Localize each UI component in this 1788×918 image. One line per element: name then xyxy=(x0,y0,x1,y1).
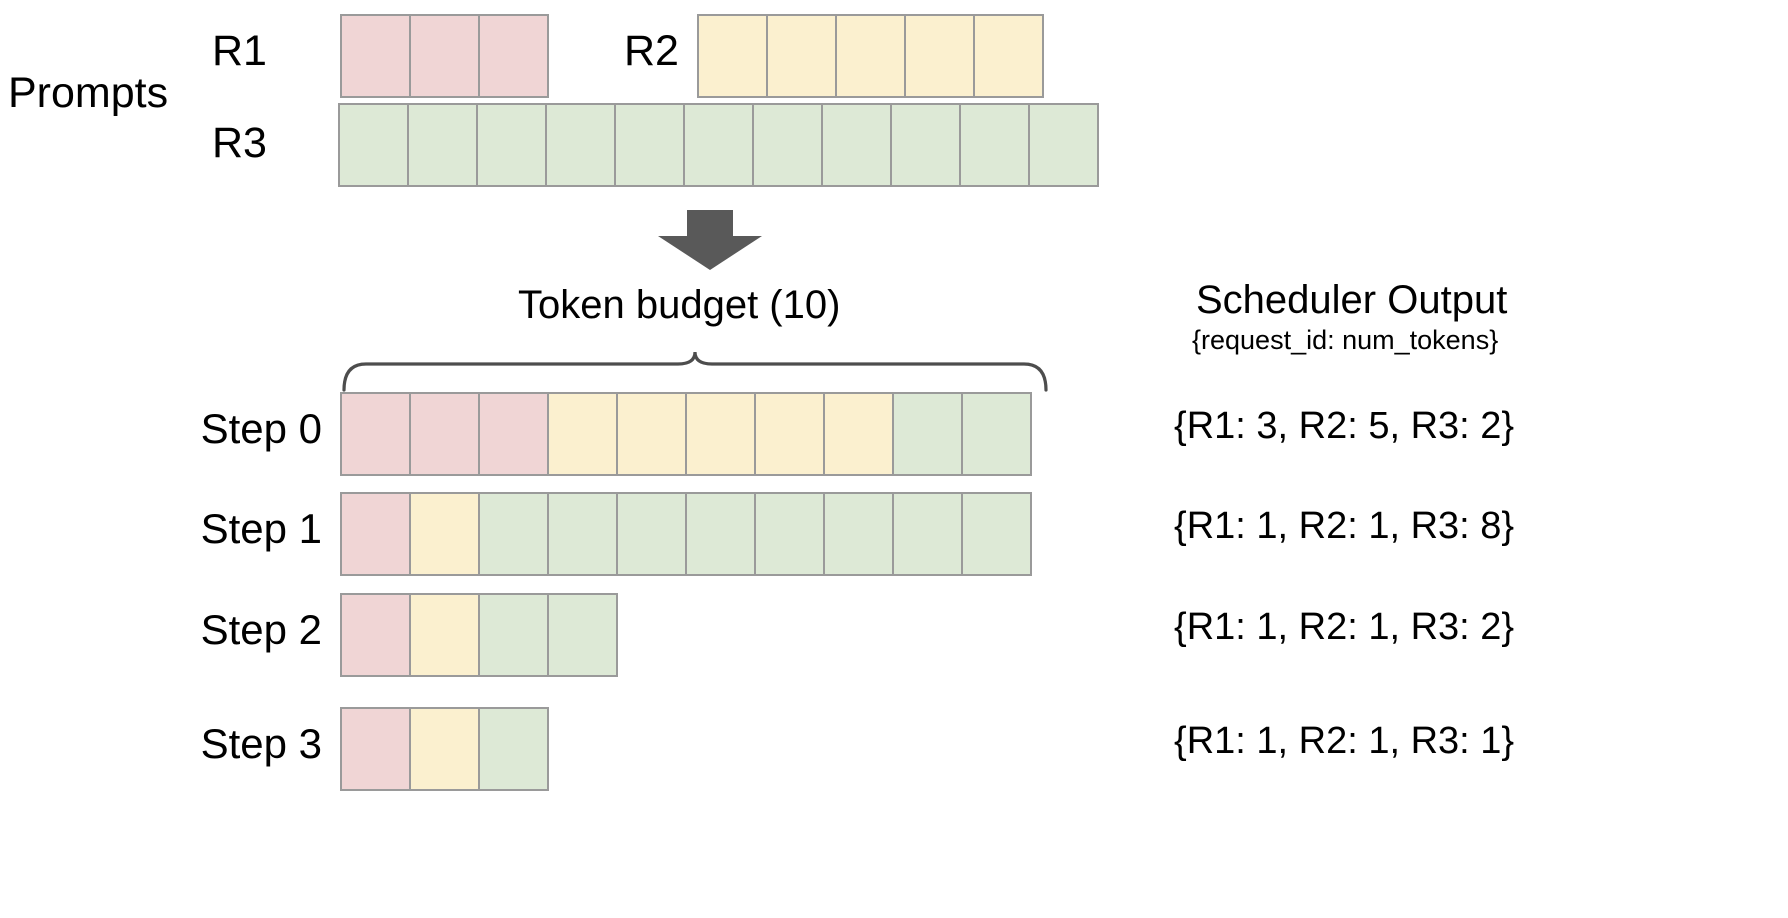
token-cell-r3 xyxy=(821,103,892,187)
token-cell-r3 xyxy=(614,103,685,187)
token-cell-r1 xyxy=(340,707,411,791)
token-cell-r2 xyxy=(904,14,975,98)
token-cell-r2 xyxy=(409,707,480,791)
token-cell-r1 xyxy=(478,14,549,98)
token-cell-r2 xyxy=(823,392,894,476)
token-budget-label: Token budget (10) xyxy=(518,283,841,327)
curly-brace-icon xyxy=(342,351,1048,392)
token-cell-r3 xyxy=(478,492,549,576)
step-token-strip-2 xyxy=(340,593,618,677)
token-cell-r2 xyxy=(685,392,756,476)
token-cell-r1 xyxy=(340,593,411,677)
token-cell-r2 xyxy=(766,14,837,98)
token-cell-r3 xyxy=(545,103,616,187)
token-cell-r2 xyxy=(547,392,618,476)
token-cell-r1 xyxy=(478,392,549,476)
token-cell-r1 xyxy=(340,14,411,98)
scheduler-output-row-1: {R1: 1, R2: 1, R3: 8} xyxy=(1174,505,1515,547)
token-cell-r1 xyxy=(409,392,480,476)
step-label-3: Step 3 xyxy=(200,720,322,767)
scheduler-output-row-0: {R1: 3, R2: 5, R3: 2} xyxy=(1174,405,1515,447)
step-label-2: Step 2 xyxy=(200,606,322,653)
prompt-token-strip-r1 xyxy=(340,14,549,98)
token-cell-r2 xyxy=(616,392,687,476)
token-cell-r3 xyxy=(890,103,961,187)
prompt-request-label-r1: R1 xyxy=(212,27,267,75)
token-cell-r3 xyxy=(685,492,756,576)
token-cell-r3 xyxy=(478,707,549,791)
token-cell-r2 xyxy=(754,392,825,476)
token-cell-r2 xyxy=(409,593,480,677)
token-cell-r1 xyxy=(409,14,480,98)
down-arrow-icon xyxy=(658,210,762,270)
prompts-section-label: Prompts xyxy=(8,69,169,117)
token-cell-r3 xyxy=(683,103,754,187)
token-cell-r3 xyxy=(961,392,1032,476)
step-token-strip-0 xyxy=(340,392,1032,476)
token-cell-r2 xyxy=(973,14,1044,98)
token-cell-r3 xyxy=(616,492,687,576)
step-label-1: Step 1 xyxy=(200,505,322,552)
token-cell-r3 xyxy=(892,492,963,576)
token-cell-r3 xyxy=(338,103,409,187)
token-cell-r1 xyxy=(340,492,411,576)
prompt-token-strip-r2 xyxy=(697,14,1044,98)
scheduler-output-row-2: {R1: 1, R2: 1, R3: 2} xyxy=(1174,606,1515,648)
token-cell-r3 xyxy=(752,103,823,187)
token-cell-r2 xyxy=(409,492,480,576)
scheduler-output-title: Scheduler Output xyxy=(1196,278,1508,322)
token-cell-r2 xyxy=(697,14,768,98)
prompt-token-strip-r3 xyxy=(338,103,1099,187)
token-cell-r3 xyxy=(547,492,618,576)
token-cell-r3 xyxy=(823,492,894,576)
token-cell-r3 xyxy=(476,103,547,187)
step-token-strip-1 xyxy=(340,492,1032,576)
token-cell-r3 xyxy=(547,593,618,677)
token-cell-r3 xyxy=(961,492,1032,576)
token-cell-r3 xyxy=(478,593,549,677)
token-cell-r3 xyxy=(754,492,825,576)
step-token-strip-3 xyxy=(340,707,549,791)
token-cell-r2 xyxy=(835,14,906,98)
token-cell-r3 xyxy=(407,103,478,187)
step-label-0: Step 0 xyxy=(200,405,322,452)
token-cell-r3 xyxy=(1028,103,1099,187)
token-cell-r3 xyxy=(959,103,1030,187)
token-cell-r3 xyxy=(892,392,963,476)
prompt-request-label-r3: R3 xyxy=(212,119,267,167)
prompt-request-label-r2: R2 xyxy=(624,27,679,75)
scheduler-output-subtitle: {request_id: num_tokens} xyxy=(1192,325,1499,355)
scheduler-output-row-3: {R1: 1, R2: 1, R3: 1} xyxy=(1174,720,1515,762)
token-cell-r1 xyxy=(340,392,411,476)
